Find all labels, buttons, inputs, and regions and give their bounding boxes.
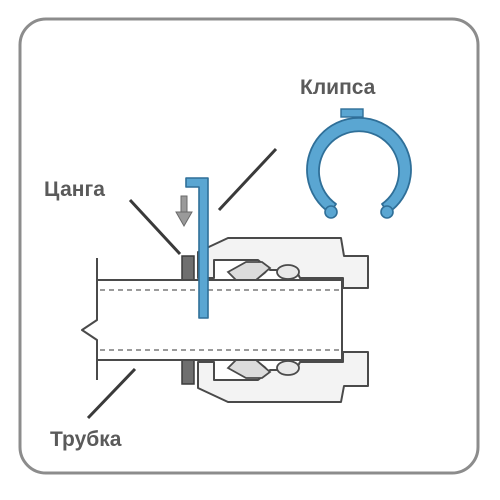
c-clip-end-left (324, 205, 338, 219)
tube-body (81, 279, 343, 361)
c-clip-tab (340, 108, 364, 118)
o-ring-bottom (276, 360, 300, 376)
tube-leader-line (86, 367, 137, 420)
collet-flange-bottom (181, 357, 195, 385)
fitting-body-bottom (197, 351, 369, 403)
down-arrow-icon (175, 195, 193, 228)
collet-flange-top (181, 255, 195, 283)
c-clip-end-right (380, 205, 394, 219)
clip-label: Клипса (300, 76, 376, 99)
c-clip (306, 108, 412, 219)
clip-bar (185, 177, 209, 319)
collet-label: Цанга (44, 178, 105, 201)
tube-label: Трубка (50, 428, 122, 451)
tube (81, 258, 343, 380)
o-ring-top (276, 264, 300, 280)
fitting-body-top (197, 237, 369, 289)
clip-leader-line (217, 147, 278, 212)
collet-leader-line (128, 198, 182, 256)
fitting-body (197, 237, 369, 403)
